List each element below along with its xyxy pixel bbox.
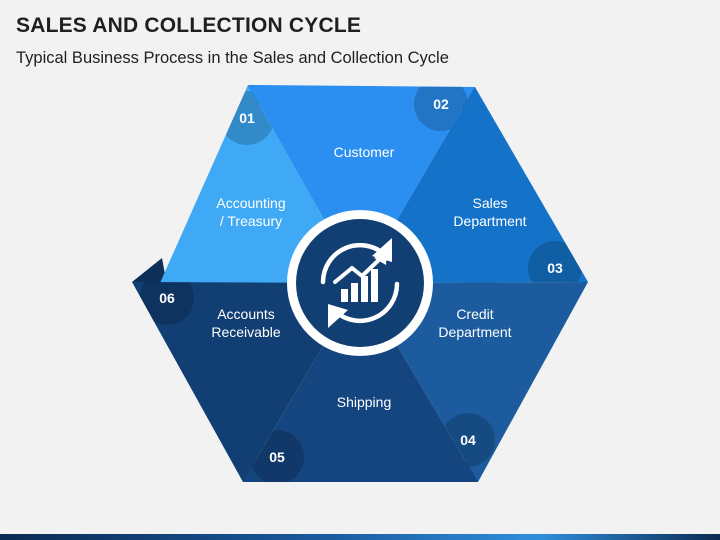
- step-number-04: 04: [460, 432, 476, 448]
- step-number-05: 05: [269, 449, 285, 465]
- sales-growth-cycle-icon: [320, 238, 400, 328]
- segment-label-02: Customer: [334, 144, 395, 160]
- step-number-06: 06: [159, 290, 175, 306]
- segment-label-01: Accounting/ Treasury: [216, 195, 285, 229]
- page-title: SALES AND COLLECTION CYCLE: [16, 14, 362, 37]
- fold-shadow-6: [132, 258, 167, 285]
- step-badge-02: 02: [414, 85, 468, 131]
- step-number-03: 03: [547, 260, 563, 276]
- segment-label-05: Shipping: [337, 394, 392, 410]
- step-number-01: 01: [239, 110, 255, 126]
- segment-shape-05: [243, 283, 478, 482]
- center-hub: [287, 210, 433, 356]
- step-number-02: 02: [433, 96, 449, 112]
- step-badge-03: 03: [528, 241, 582, 283]
- segment-shape-04: [360, 282, 588, 482]
- page-subtitle: Typical Business Process in the Sales an…: [16, 49, 449, 67]
- segment-shape-02: [248, 85, 475, 283]
- segment-shape-06: [132, 282, 360, 482]
- segment-shape-03: [360, 87, 588, 283]
- step-badge-06: 06: [140, 282, 194, 325]
- footer-accent-bar: [0, 534, 720, 540]
- segment-02: Customer: [248, 85, 475, 283]
- segment-05: Shipping: [243, 283, 478, 482]
